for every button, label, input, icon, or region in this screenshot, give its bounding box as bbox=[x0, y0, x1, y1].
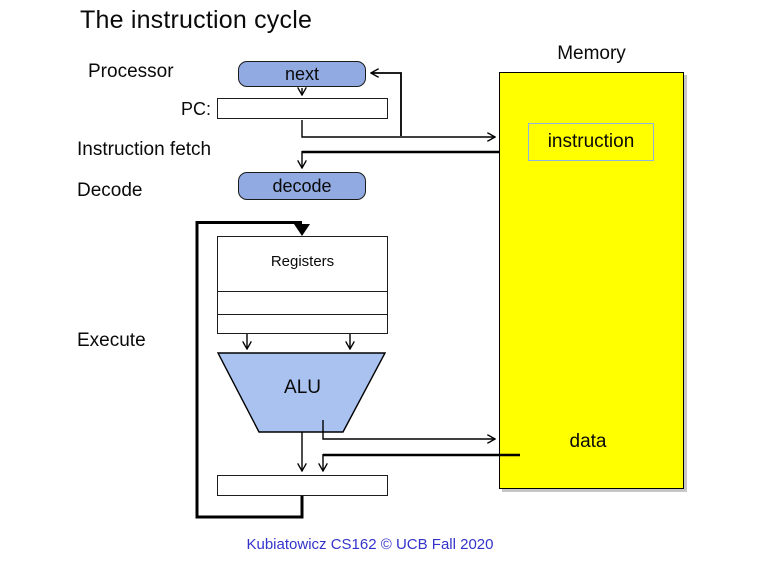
decode-box: decode bbox=[238, 172, 366, 200]
footer-credit: Kubiatowicz CS162 © UCB Fall 2020 bbox=[246, 536, 494, 553]
registers-box bbox=[217, 236, 388, 334]
label-decode: Decode bbox=[77, 180, 143, 201]
pc-register-box bbox=[217, 98, 388, 119]
register-row-divider bbox=[218, 313, 387, 315]
next-box: next bbox=[238, 61, 366, 87]
line-pc-to-memory bbox=[301, 120, 495, 137]
data-label: data bbox=[569, 431, 607, 452]
label-pc: PC: bbox=[181, 99, 212, 119]
label-instruction-fetch: Instruction fetch bbox=[77, 139, 212, 160]
registers-label: Registers bbox=[270, 253, 335, 270]
result-register-box bbox=[217, 475, 388, 496]
register-row-divider bbox=[218, 290, 387, 292]
label-execute: Execute bbox=[77, 330, 146, 351]
label-processor: Processor bbox=[88, 61, 174, 82]
alu-label: ALU bbox=[284, 377, 321, 398]
line-alu-to-memory-data bbox=[322, 420, 495, 439]
instruction-box: instruction bbox=[528, 123, 654, 161]
page-title: The instruction cycle bbox=[80, 6, 313, 34]
memory-label: Memory bbox=[557, 43, 626, 64]
loop-arrowhead bbox=[294, 224, 310, 236]
